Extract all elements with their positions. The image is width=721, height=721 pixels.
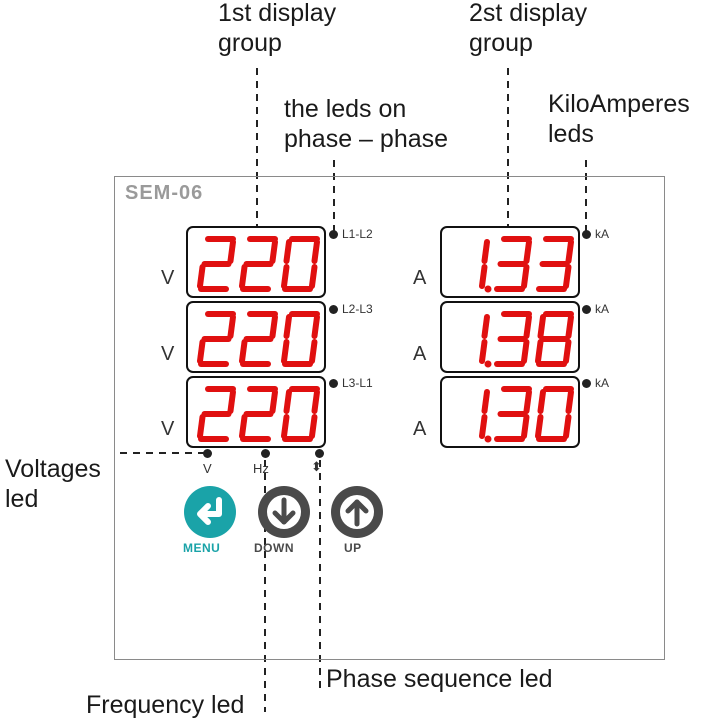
voltage-display-3-segments	[197, 386, 320, 442]
current-display-3-segments	[479, 386, 574, 443]
kiloampere-led-3	[582, 379, 591, 388]
kiloampere-led-label-1: kA	[595, 227, 610, 241]
arrow-up-icon	[345, 499, 369, 527]
current-display-1-digit-3	[536, 236, 574, 292]
voltage-display-3	[186, 376, 326, 448]
current-display-1-segments	[479, 236, 574, 293]
annotation-voltages-led: Voltages led	[5, 455, 101, 513]
device-model-label: SEM-06	[125, 182, 204, 204]
phase-led-l3-l1	[329, 379, 338, 388]
device-panel	[114, 176, 665, 660]
phase-led-label-l3-l1: L3-L1	[342, 376, 373, 390]
current-display-3-digit-1	[479, 389, 492, 443]
current-display-2-digit-3	[535, 311, 574, 367]
up-button-label: UP	[344, 541, 362, 555]
kiloampere-led-1	[582, 230, 591, 239]
frequency-indicator-led	[261, 449, 270, 458]
voltage-unit-2: V	[161, 343, 175, 365]
voltage-display-2-segments	[197, 311, 320, 367]
current-display-2-decimal-point	[484, 360, 492, 368]
voltage-display-3-digit-2	[239, 386, 278, 442]
voltage-display-2-digit-1	[197, 311, 236, 367]
current-display-3-digit-2	[494, 386, 532, 442]
voltage-display-2	[186, 301, 326, 373]
voltage-display-1-digit-2	[239, 236, 278, 292]
annotation-phase-leds: the leds on phase – phase	[284, 95, 449, 153]
current-unit-3: A	[413, 418, 427, 440]
voltage-display-3-digit-1	[197, 386, 236, 442]
current-display-2-segments	[479, 311, 574, 368]
phase-led-label-l2-l3: L2-L3	[342, 302, 373, 316]
current-display-2-digit-2	[494, 311, 532, 367]
annotation-phase-sequence-led: Phase sequence led	[326, 665, 553, 693]
down-button[interactable]	[258, 486, 310, 538]
current-display-3-decimal-point	[484, 435, 492, 443]
current-unit-1: A	[413, 267, 427, 289]
voltage-display-1	[186, 226, 326, 298]
annotation-frequency-led: Frequency led	[86, 691, 245, 719]
menu-button[interactable]	[184, 486, 236, 538]
voltage-indicator-label: V	[203, 461, 212, 476]
current-display-1-decimal-point	[484, 285, 492, 293]
current-display-3-digit-3	[535, 386, 574, 442]
current-display-2-digit-1	[479, 314, 492, 368]
annotation-display-group-1: 1st display group	[218, 0, 337, 57]
voltage-display-2-digit-3	[281, 311, 320, 367]
voltage-display-1-segments	[197, 236, 320, 292]
current-display-1-digit-2	[494, 236, 532, 292]
enter-arrow-icon	[197, 497, 222, 525]
current-unit-2: A	[413, 343, 427, 365]
kiloampere-led-2	[582, 305, 591, 314]
kiloampere-led-label-2: kA	[595, 302, 610, 316]
annotation-kiloampere-leds: KiloAmperes leds	[548, 90, 690, 148]
kiloampere-led-label-3: kA	[595, 376, 610, 390]
menu-button-label: MENU	[183, 541, 221, 555]
voltage-display-1-digit-3	[281, 236, 320, 292]
annotation-display-group-2: 2st display group	[469, 0, 588, 57]
phase-sequence-indicator-label: ⬍	[311, 459, 322, 474]
current-display-3	[440, 376, 580, 448]
phase-led-label-l1-l2: L1-L2	[342, 227, 373, 241]
down-button-label: DOWN	[254, 541, 294, 555]
voltage-display-2-digit-2	[239, 311, 278, 367]
phase-led-l2-l3	[329, 305, 338, 314]
voltage-display-1-digit-1	[197, 236, 236, 292]
phase-sequence-indicator-led	[315, 449, 324, 458]
voltage-unit-1: V	[161, 267, 175, 289]
voltage-display-3-digit-3	[281, 386, 320, 442]
current-display-1	[440, 226, 580, 298]
current-display-1-digit-1	[479, 239, 492, 293]
frequency-indicator-label: Hz	[253, 461, 269, 476]
phase-led-l1-l2	[329, 230, 338, 239]
arrow-down-icon	[272, 497, 296, 525]
voltage-unit-3: V	[161, 418, 175, 440]
current-display-2	[440, 301, 580, 373]
voltage-indicator-led	[203, 449, 212, 458]
up-button[interactable]	[331, 486, 383, 538]
